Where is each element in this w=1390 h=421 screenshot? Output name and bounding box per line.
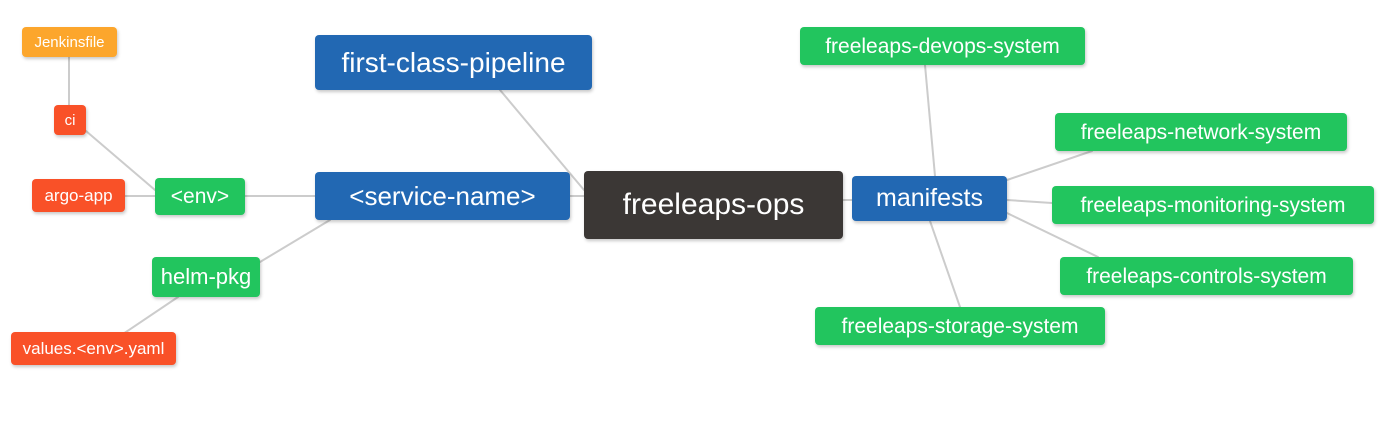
mindmap-node-label: freeleaps-controls-system	[1086, 264, 1327, 288]
mindmap-node-label: freeleaps-network-system	[1080, 120, 1322, 144]
mindmap-node-freeleaps-storage-system[interactable]: freeleaps-storage-system	[815, 307, 1105, 345]
mindmap-node-freeleaps-devops-system[interactable]: freeleaps-devops-system	[800, 27, 1085, 65]
mindmap-node-label: first-class-pipeline	[341, 46, 566, 78]
mindmap-node-helm-pkg[interactable]: helm-pkg	[152, 257, 260, 297]
mindmap-node-label: Jenkinsfile	[34, 33, 105, 51]
mindmap-node-ci[interactable]: ci	[54, 105, 86, 135]
mindmap-node-argo-app[interactable]: argo-app	[32, 179, 125, 212]
mindmap-edge	[119, 296, 179, 337]
mindmap-node-env[interactable]: <env>	[155, 178, 245, 215]
mindmap-edge	[1006, 150, 1093, 181]
mindmap-node-values-yaml[interactable]: values.<env>.yaml	[11, 332, 176, 365]
mindmap-edge	[929, 220, 961, 308]
mindmap-node-freeleaps-controls-system[interactable]: freeleaps-controls-system	[1060, 257, 1353, 295]
mindmap-node-jenkinsfile[interactable]: Jenkinsfile	[22, 27, 117, 57]
mindmap-node-label: ci	[64, 111, 76, 129]
mindmap-node-label: freeleaps-storage-system	[841, 314, 1079, 338]
mindmap-node-freeleaps-network-system[interactable]: freeleaps-network-system	[1055, 113, 1347, 151]
mindmap-node-label: freeleaps-monitoring-system	[1080, 193, 1346, 217]
mindmap-edge	[1006, 199, 1053, 204]
mindmap-edge	[259, 219, 331, 263]
mindmap-node-label: <service-name>	[349, 181, 536, 211]
mindmap-node-manifests[interactable]: manifests	[852, 176, 1007, 221]
mindmap-node-freeleaps-monitoring-system[interactable]: freeleaps-monitoring-system	[1052, 186, 1374, 224]
mindmap-node-label: helm-pkg	[160, 264, 252, 289]
mindmap-node-first-class-pipeline[interactable]: first-class-pipeline	[315, 35, 592, 90]
mindmap-node-label: freeleaps-devops-system	[825, 34, 1060, 58]
mindmap-node-label: freeleaps-ops	[622, 188, 805, 221]
mindmap-node-service-name[interactable]: <service-name>	[315, 172, 570, 220]
mindmap-node-label: <env>	[170, 185, 230, 208]
mindmap-edge	[924, 64, 936, 177]
mindmap-node-label: manifests	[876, 184, 983, 212]
mindmap-node-label: argo-app	[44, 186, 113, 205]
mindmap-node-freeleaps-ops[interactable]: freeleaps-ops	[584, 171, 843, 239]
mindmap-node-label: values.<env>.yaml	[22, 339, 165, 358]
